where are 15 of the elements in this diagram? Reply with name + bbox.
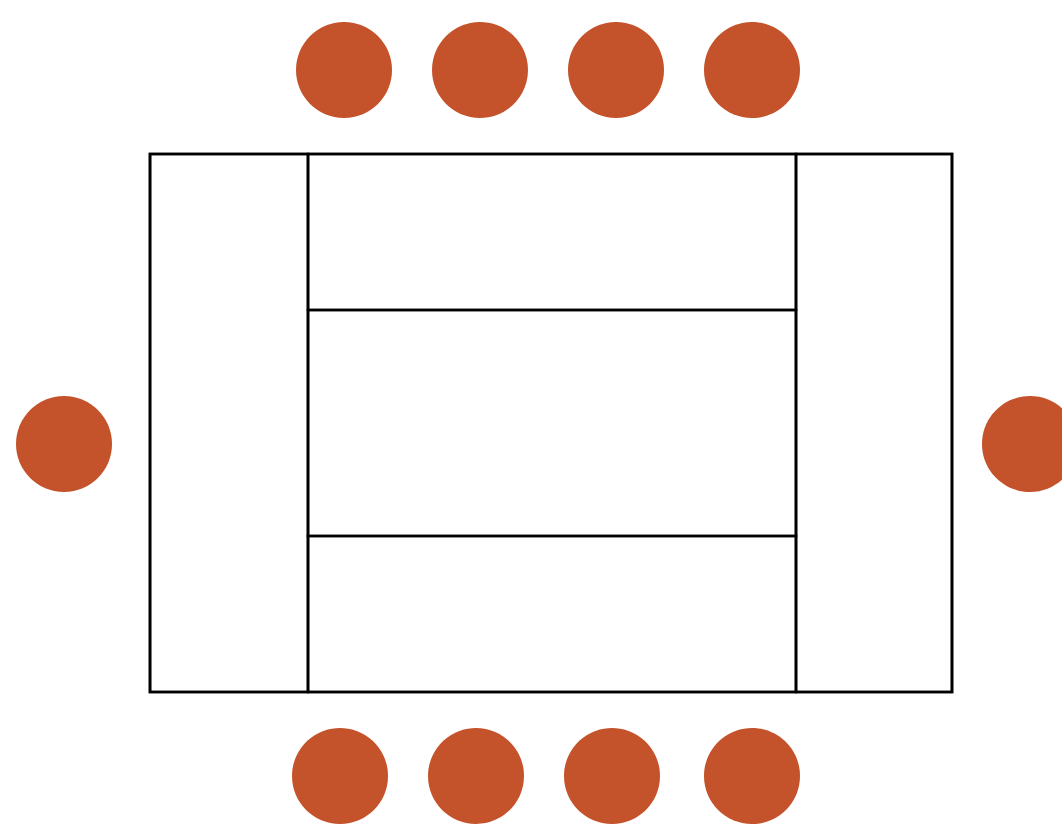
round-marker (568, 22, 664, 118)
round-marker (432, 22, 528, 118)
round-marker (564, 727, 660, 824)
rectangle-section (306, 534, 798, 694)
round-marker (16, 396, 112, 492)
round-marker (296, 22, 392, 118)
round-marker (428, 727, 524, 824)
round-marker (292, 727, 388, 824)
round-marker (704, 22, 800, 118)
round-marker (704, 727, 800, 824)
rectangle-section (148, 152, 310, 694)
rectangle-section (794, 152, 954, 694)
rectangle-section (306, 152, 798, 312)
rectangle-section (306, 308, 798, 538)
round-marker (982, 396, 1062, 492)
